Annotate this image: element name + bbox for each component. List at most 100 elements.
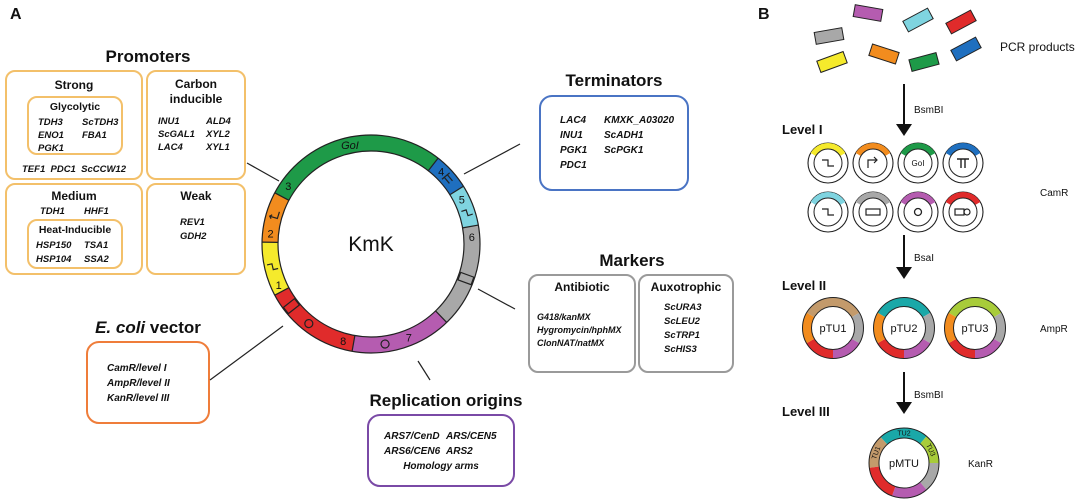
weak-item: GDH2: [180, 231, 207, 242]
small-plasmid-inner: [903, 197, 933, 227]
origin-item: ARS7/CenD: [383, 431, 440, 442]
promoter-arrow-icon: [268, 211, 280, 220]
auxotrophic-item: ScLEU2: [664, 316, 701, 327]
ring-outline: [802, 297, 864, 359]
ecoli-title-rest: vector: [145, 318, 201, 337]
ring-segment: [877, 297, 931, 318]
step-glyph: [461, 209, 473, 217]
terminator-icon: [441, 172, 453, 184]
terminator-item: KMXK_A03020: [604, 115, 674, 126]
ring-segment: [873, 312, 886, 344]
level-1-plasmid: [852, 191, 894, 233]
connector-terminators: [463, 143, 521, 175]
marker-glyph: [282, 297, 301, 315]
ring-segment: [944, 312, 957, 344]
segment-number: 6: [469, 232, 475, 244]
panel-label-a: A: [10, 6, 22, 23]
origin-item: Homology arms: [403, 461, 479, 472]
tu-label: pTU1: [820, 323, 847, 335]
small-plasmid-inner: [858, 148, 888, 178]
origin-icon: [913, 207, 923, 217]
glycolytic-title: Glycolytic: [50, 101, 100, 113]
medium-item: TDH1: [40, 206, 65, 217]
small-plasmid-insert: [945, 192, 981, 206]
pcr-label: PCR products: [1000, 40, 1075, 54]
arrow-1-head: [896, 124, 912, 136]
ecoli-box: [86, 341, 210, 424]
ring-segment: [892, 481, 927, 498]
ecoli-title-italic: E. coli: [95, 318, 146, 337]
terminator-item: ScADH1: [604, 130, 644, 141]
step-icon: [822, 159, 834, 167]
terminator-item: ScPGK1: [604, 145, 644, 156]
segment-divider: [427, 157, 439, 172]
antibiotic-item: Hygromycin/hphMX: [537, 325, 623, 335]
strong-box: [5, 70, 143, 180]
small-plasmid-insert: [855, 192, 891, 206]
promoters-title: Promoters: [105, 47, 190, 66]
plasmid-segment-6: [435, 225, 480, 323]
auxotrophic-item: ScURA3: [664, 302, 702, 313]
strong-title: Strong: [55, 78, 94, 92]
ecoli-item: AmpR/level II: [106, 378, 170, 389]
ring-segment: [869, 466, 896, 496]
pcr-fragment: [816, 50, 848, 74]
panel-label-b: B: [758, 6, 770, 23]
origin-circle-icon: [380, 339, 390, 349]
origins-title: Replication origins: [369, 391, 522, 410]
origin-glyph: [304, 318, 314, 329]
level-1-plasmid: [897, 191, 939, 233]
auxotrophic-box: [638, 274, 734, 373]
ring-segment: [880, 428, 927, 445]
plasmid-segment-7: [352, 310, 447, 353]
level-2-label: Level II: [782, 278, 826, 293]
small-plasmid-insert: [900, 143, 936, 157]
origin-item: ARS/CEN5: [445, 431, 497, 442]
pcr-fragment: [950, 36, 982, 62]
glycolytic-item: TDH3: [38, 117, 64, 128]
ring-outline: [953, 306, 997, 350]
terminators-title: Terminators: [566, 71, 663, 90]
enzyme-3: BsmBI: [914, 390, 943, 401]
pcr-fragment: [852, 4, 884, 22]
level-2-plasmid: pTU3: [944, 297, 1006, 359]
small-plasmid-inner: [858, 197, 888, 227]
antibiotic-box: [528, 274, 636, 373]
carbon-item: INU1: [158, 116, 180, 127]
pcr-products: [813, 4, 982, 74]
kanr-label: KanR: [968, 459, 993, 470]
antibiotic-item: ClonNAT/natMX: [537, 338, 605, 348]
segment-divider: [274, 287, 290, 296]
arrow-2-head: [896, 267, 912, 279]
mtu-arc-label: TU1: [871, 446, 882, 461]
terminator-glyph: [441, 172, 453, 184]
segment-divider: [274, 192, 290, 201]
carbon-box: [146, 70, 246, 180]
level-1-plasmid: [942, 191, 984, 233]
origins-box: [367, 414, 515, 487]
antibiotic-item: G418/kanMX: [537, 312, 592, 322]
plasmid-segment-2: [262, 192, 290, 243]
pcr-fragment: [945, 9, 977, 35]
connector-origins: [417, 360, 431, 381]
segment-divider: [435, 310, 448, 323]
antibiotic-title: Antibiotic: [554, 280, 610, 294]
tu-label: pTU3: [962, 323, 989, 335]
origin-icon: [963, 208, 971, 216]
connector-markers: [477, 288, 516, 310]
terminators-box: [539, 95, 689, 191]
origin-circle-icon: [304, 318, 314, 329]
small-plasmid-insert: [810, 143, 846, 157]
level-2-plasmid: pTU1: [802, 297, 864, 359]
small-plasmid-insert: [855, 143, 891, 157]
carbon-title: Carbon: [175, 77, 217, 91]
medium-item: HHF1: [84, 206, 109, 217]
ring-outline: [882, 306, 926, 350]
ring-segment: [877, 338, 905, 359]
ring-segment: [922, 312, 935, 344]
terminator-item: PGK1: [560, 145, 588, 156]
